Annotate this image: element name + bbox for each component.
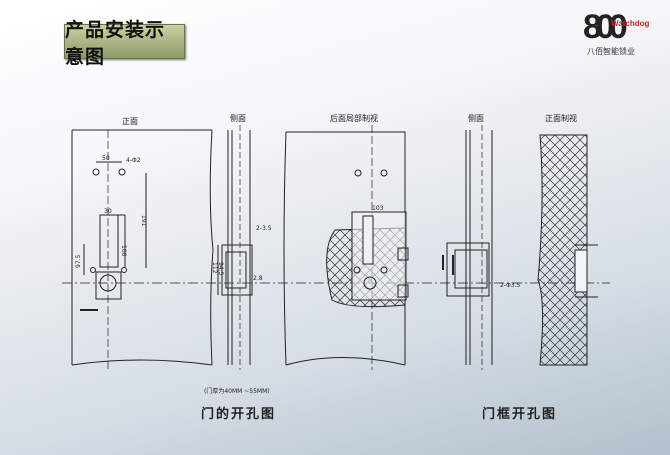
rear-partial-view: 103 (283, 125, 409, 370)
company-logo: 800 Watchdog 八佰智能锁业 (583, 8, 653, 58)
side-door-view: 2-3.5 112 94.5 2.8 (211, 125, 272, 370)
label-rear-partial-view: 后面局部制视 (330, 113, 378, 123)
logo-number: 800 (583, 8, 628, 46)
dim-offset: 97.5 (75, 254, 82, 268)
label-front-view: 正面 (122, 117, 138, 126)
logo-brand: Watchdog (611, 19, 650, 28)
slide-title: 产品安装示意图 (64, 19, 185, 68)
dim-hole-diameter: 4-Φ2 (126, 157, 141, 164)
front-door-view: 50 4-Φ2 30 100 191 97.5 (71, 129, 214, 370)
dim-hole-spacing: 50 (102, 155, 110, 162)
dim-side-inner: 94.5 (217, 262, 224, 276)
dim-side-height: 112 (211, 262, 218, 274)
logo-company-name: 八佰智能锁业 (587, 47, 635, 56)
label-side-view-door: 侧面 (230, 113, 246, 123)
caption-frame-hole-diagram: 门框开孔图 (482, 407, 558, 422)
dim-rear-width: 103 (372, 205, 384, 212)
label-side-view-frame: 侧面 (468, 113, 484, 123)
door-thickness-note: (门厚为40MM ~55MM) (204, 387, 270, 395)
dim-hole-to-bottom: 191 (140, 215, 147, 227)
label-front-section-view: 正面制视 (545, 113, 577, 123)
caption-door-hole-diagram: 门的开孔图 (201, 407, 277, 422)
dim-side-depth: 2.8 (253, 275, 263, 282)
front-frame-section-view (537, 134, 598, 366)
dim-body-width: 30 (104, 208, 112, 215)
dim-frame-screw: 2-Φ3.5 (500, 282, 520, 289)
dim-side-screw: 2-3.5 (256, 225, 272, 232)
side-frame-view: 2-Φ3.5 (442, 125, 520, 370)
dim-body-height: 100 (120, 245, 127, 257)
